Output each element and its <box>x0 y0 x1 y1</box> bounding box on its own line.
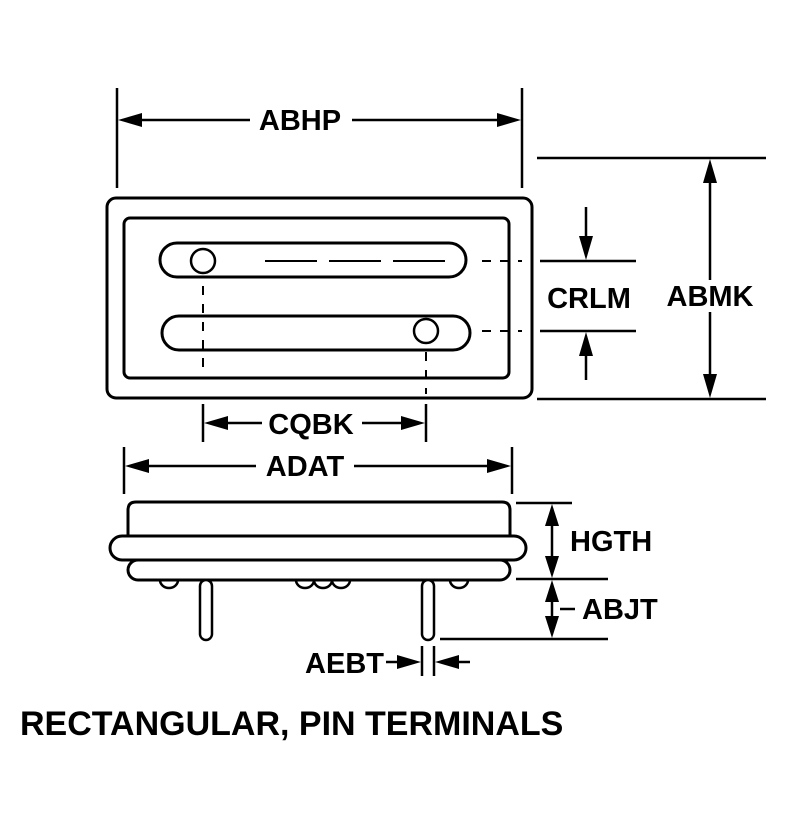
abmk-dimension: ABMK <box>537 156 766 401</box>
pin-circle-lower <box>412 317 440 345</box>
abjt-arrow-top <box>545 580 559 602</box>
adat-label: ADAT <box>266 451 345 483</box>
abmk-label: ABMK <box>667 281 754 313</box>
slot-upper <box>158 241 468 279</box>
crlm-arrow-top <box>579 236 593 260</box>
diagram-caption: RECTANGULAR, PIN TERMINALS <box>20 705 563 743</box>
standoff-bump-4 <box>330 579 352 590</box>
slot-lower <box>160 314 472 352</box>
aebt-label: AEBT <box>305 648 384 680</box>
abjt-dimension: ABJT <box>440 580 658 641</box>
crlm-dimension: CRLM <box>540 207 636 380</box>
cqbk-arrow-left <box>204 416 228 430</box>
crlm-label: CRLM <box>547 283 631 315</box>
hgth-dimension: HGTH <box>516 501 652 581</box>
aebt-arrow-left <box>397 655 421 669</box>
aebt-dimension: AEBT <box>305 646 470 680</box>
side-view-base <box>126 558 512 582</box>
aebt-arrow-right <box>435 655 459 669</box>
hgth-label: HGTH <box>570 526 652 558</box>
abjt-arrow-bottom <box>545 616 559 638</box>
abmk-arrow-bottom <box>703 374 717 398</box>
top-view-outer-body <box>105 196 534 400</box>
cqbk-arrow-right <box>401 416 425 430</box>
cqbk-label: CQBK <box>268 409 353 441</box>
abhp-dimension: ABHP <box>115 88 524 188</box>
abhp-arrow-left <box>118 113 142 127</box>
terminal-pin-right <box>420 578 436 642</box>
top-view-inner-body <box>122 216 511 380</box>
adat-arrow-right <box>487 459 511 473</box>
side-view <box>108 500 528 642</box>
adat-dimension: ADAT <box>122 447 514 494</box>
side-view-flange <box>108 534 528 562</box>
pin-circle-upper <box>189 247 217 275</box>
abmk-arrow-top <box>703 159 717 183</box>
hgth-arrow-top <box>545 504 559 526</box>
standoff-bump-1 <box>158 579 180 590</box>
abjt-label: ABJT <box>582 594 658 626</box>
terminal-pin-left <box>198 578 214 642</box>
hgth-arrow-bottom <box>545 556 559 578</box>
abhp-label: ABHP <box>259 105 341 137</box>
adat-arrow-left <box>125 459 149 473</box>
side-view-top-cap <box>126 500 512 536</box>
standoff-bump-5 <box>448 579 470 590</box>
cqbk-dimension: CQBK <box>201 404 428 442</box>
top-view <box>105 196 534 400</box>
crlm-arrow-bottom <box>579 332 593 356</box>
abhp-arrow-right <box>497 113 521 127</box>
